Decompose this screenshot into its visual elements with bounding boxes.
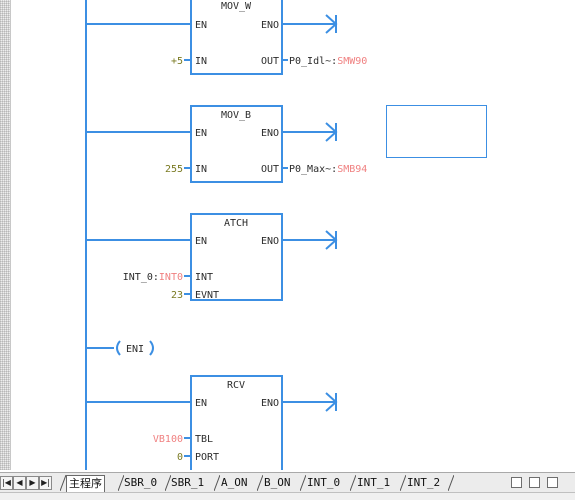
tab-sbr-1[interactable]: SBR_1 xyxy=(171,476,205,489)
pin-en: EN xyxy=(195,236,207,247)
pin-tbl: TBL xyxy=(195,434,213,445)
left-gutter xyxy=(0,0,11,470)
pin-eno: ENO xyxy=(261,128,279,139)
next-tab-button[interactable]: ▶ xyxy=(26,476,39,490)
pin-en: EN xyxy=(195,128,207,139)
tab-separator xyxy=(257,475,263,491)
tab-int-1[interactable]: INT_1 xyxy=(357,476,391,489)
pin-eno: ENO xyxy=(261,398,279,409)
tab-b-on[interactable]: B_ON xyxy=(264,476,291,489)
input-operand: INT_0:INT0 xyxy=(123,272,183,283)
tab-main[interactable]: 主程序 xyxy=(66,475,105,492)
block-title: ATCH xyxy=(224,218,248,229)
window-icon[interactable] xyxy=(529,477,540,488)
tab-int-2[interactable]: INT_2 xyxy=(407,476,441,489)
tab-separator xyxy=(60,475,66,491)
input-constant: 23 xyxy=(171,290,183,301)
tab-separator xyxy=(448,475,454,491)
input-constant: 0 xyxy=(177,452,183,463)
window-icon[interactable] xyxy=(511,477,522,488)
prev-tab-button[interactable]: ◀ xyxy=(13,476,26,490)
tab-separator xyxy=(118,475,124,491)
last-tab-button[interactable]: ▶| xyxy=(39,476,52,490)
pin-eno: ENO xyxy=(261,236,279,247)
input-address: VB100 xyxy=(153,434,183,445)
pin-in: IN xyxy=(195,164,207,175)
input-constant: 255 xyxy=(165,164,183,175)
block-title: MOV_W xyxy=(221,1,252,12)
coil-label: ENI xyxy=(126,344,144,355)
block-atch[interactable]: ATCH EN ENO INT_0:INT0 INT 23 EVNT xyxy=(86,213,338,301)
output-operand: P0_Max~:SMB94 xyxy=(289,164,367,175)
pin-port: PORT xyxy=(195,452,219,463)
pin-eno: ENO xyxy=(261,20,279,31)
selection-cursor[interactable] xyxy=(386,105,487,158)
horizontal-scrollbar[interactable] xyxy=(0,492,575,500)
block-rcv[interactable]: RCV EN ENO VB100 TBL 0 PORT xyxy=(86,375,338,470)
coil-eni[interactable]: ENI xyxy=(86,340,154,356)
ladder-diagram[interactable]: MOV_W EN ENO +5 IN OUT P0_Idl~:SMW90 MOV… xyxy=(0,0,575,470)
pin-out: OUT xyxy=(261,164,279,175)
pin-int: INT xyxy=(195,272,213,283)
block-mov-w[interactable]: MOV_W EN ENO +5 IN OUT P0_Idl~:SMW90 xyxy=(86,0,367,75)
tab-separator xyxy=(214,475,220,491)
first-tab-button[interactable]: |◀ xyxy=(0,476,13,490)
block-title: MOV_B xyxy=(221,110,251,121)
tab-sbr-0[interactable]: SBR_0 xyxy=(124,476,158,489)
block-mov-b[interactable]: MOV_B EN ENO 255 IN OUT P0_Max~:SMB94 xyxy=(86,105,367,183)
program-tab-bar: |◀ ◀ ▶ ▶| 主程序 SBR_0 SBR_1 A_ON B_ON INT_… xyxy=(0,472,575,493)
ladder-editor-canvas[interactable]: MOV_W EN ENO +5 IN OUT P0_Idl~:SMW90 MOV… xyxy=(0,0,575,470)
input-constant: +5 xyxy=(171,56,183,67)
tab-separator xyxy=(400,475,406,491)
tab-separator xyxy=(165,475,171,491)
block-title: RCV xyxy=(227,380,245,391)
tab-separator xyxy=(300,475,306,491)
output-operand: P0_Idl~:SMW90 xyxy=(289,56,367,67)
pin-out: OUT xyxy=(261,56,279,67)
pin-en: EN xyxy=(195,20,207,31)
window-icon[interactable] xyxy=(547,477,558,488)
pin-en: EN xyxy=(195,398,207,409)
tab-a-on[interactable]: A_ON xyxy=(221,476,248,489)
pin-in: IN xyxy=(195,56,207,67)
tab-separator xyxy=(350,475,356,491)
pin-evnt: EVNT xyxy=(195,290,219,301)
tab-int-0[interactable]: INT_0 xyxy=(307,476,341,489)
